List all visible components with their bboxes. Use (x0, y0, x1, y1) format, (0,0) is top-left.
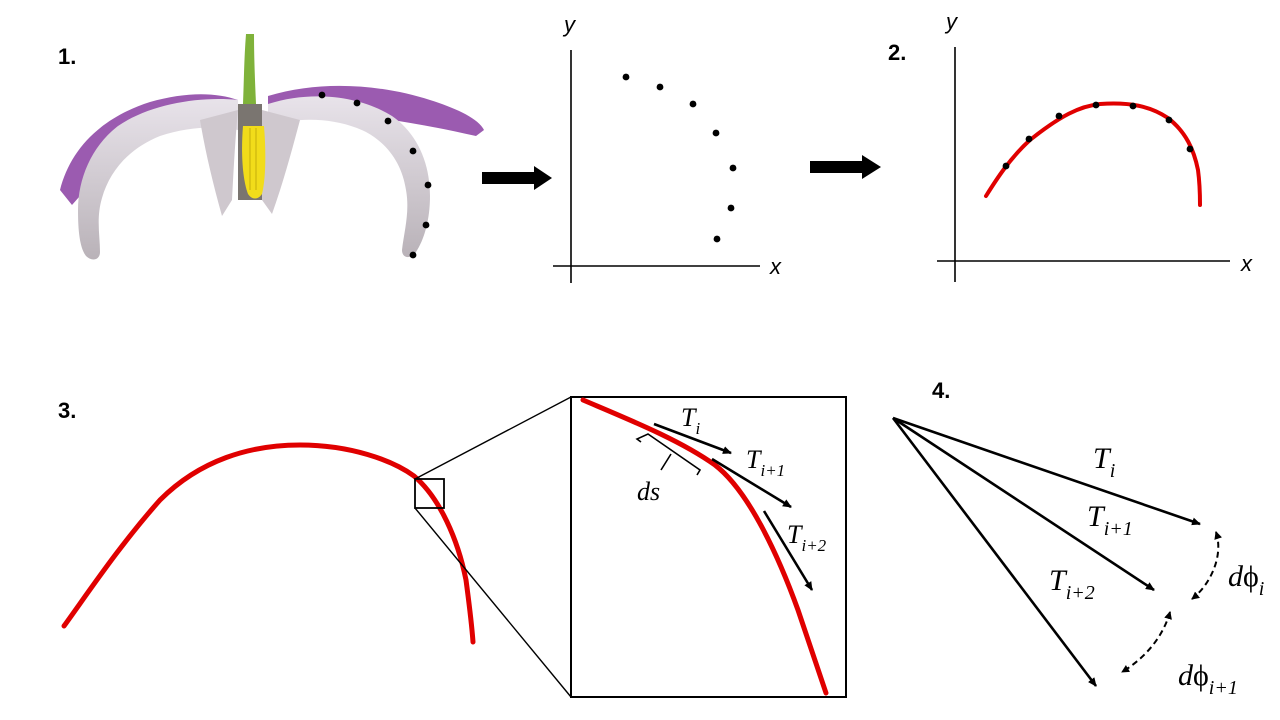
process-arrow-1 (482, 166, 552, 190)
step-label-2: 2. (888, 40, 906, 65)
zoom-inset: ds Ti Ti+1 Ti+2 (570, 396, 847, 698)
tangent-vector-i2 (762, 510, 814, 591)
step-label-3: 3. (58, 398, 76, 423)
zoom-region-box (414, 478, 445, 509)
label-T-i1: Ti+1 (1087, 500, 1133, 540)
flower-illustration (60, 34, 484, 260)
fit-x-axis-label: x (1240, 251, 1253, 276)
process-arrow-2 (810, 155, 881, 179)
scatter-points (622, 73, 737, 243)
ds-label: ds (637, 477, 660, 506)
zoom-inset-frame (570, 396, 847, 698)
zoom-red-curve (580, 397, 829, 696)
fitted-curve-points (1002, 101, 1194, 170)
tangent-angle-diagram: Ti Ti+1 Ti+2 dϕi dϕi+1 (891, 416, 1264, 699)
petal-sample-points (318, 91, 432, 259)
step-label-1: 1. (58, 44, 76, 69)
ds-bracket (635, 433, 702, 476)
vector-T-i (892, 416, 1201, 526)
zoom-label-T-i1: Ti+1 (746, 445, 785, 480)
overview-red-curve (61, 442, 476, 645)
label-T-i: Ti (1093, 442, 1115, 482)
zoom-connector-top (414, 396, 572, 480)
scatter-x-axis-label: x (769, 254, 782, 279)
angle-arc-dphi-i (1191, 531, 1223, 600)
zoom-label-T-i2: Ti+2 (787, 520, 827, 555)
tangent-vector-i (653, 422, 732, 455)
fitted-curve-plot: y x (937, 9, 1253, 282)
step-label-4: 4. (932, 378, 950, 403)
fit-y-axis-label: y (944, 9, 959, 34)
scatter-plot: y x (553, 12, 782, 283)
zoom-connector-bottom (414, 507, 572, 698)
vector-T-i1 (892, 416, 1155, 592)
label-dphi-i1: dϕi+1 (1178, 659, 1238, 699)
zoom-label-T-i: Ti (681, 403, 700, 438)
vector-T-i2 (891, 417, 1098, 687)
label-T-i2: Ti+2 (1049, 564, 1095, 604)
curve-overview (61, 396, 572, 698)
tangent-vector-i1 (711, 457, 792, 509)
angle-arc-dphi-i1 (1121, 611, 1172, 673)
scatter-y-axis-label: y (562, 12, 577, 37)
label-dphi-i: dϕi (1228, 560, 1264, 600)
